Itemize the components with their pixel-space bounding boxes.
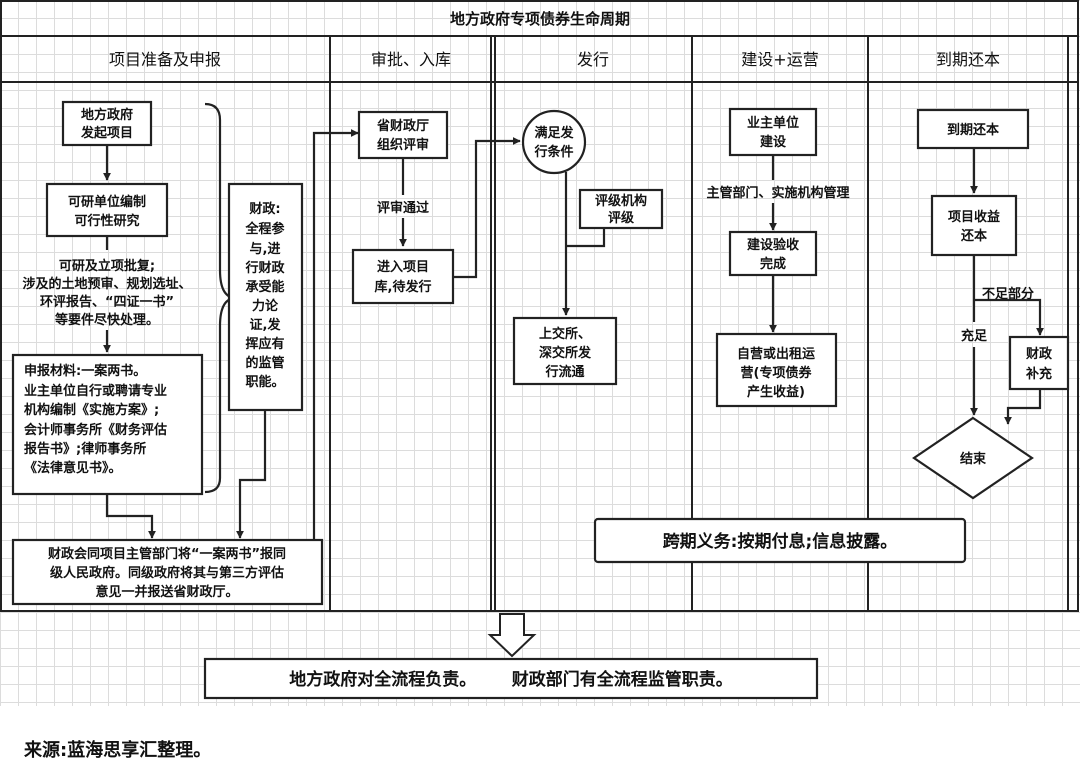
- node-exchange-listing: 上交所、 深交所发 行流通: [512, 316, 618, 386]
- node-project-income-repay: 项目收益 还本: [930, 194, 1018, 257]
- approval-note: 可研及立项批复; 涉及的土地预审、规划选址、 环评报告、“四证一书” 等要件尽快…: [22, 258, 191, 328]
- svg-text:到期还本: 到期还本: [947, 122, 999, 138]
- svg-text:全程参: 全程参: [244, 221, 285, 237]
- label-insufficient: 不足部分: [982, 286, 1034, 302]
- label-review-pass: 评审通过: [377, 200, 429, 216]
- svg-text:行流通: 行流通: [544, 364, 584, 380]
- svg-text:可行性研究: 可行性研究: [74, 213, 139, 229]
- svg-text:机构编制《实施方案》;: 机构编制《实施方案》;: [24, 402, 159, 418]
- node-finance-supplement: 财政 补充: [1008, 335, 1070, 391]
- node-finance-role: 财政: 全程参 与,进 行财政 承受能 力论 证,发 挥应有 的监管 职能。: [227, 182, 304, 412]
- lane-header-issuance: 发行: [577, 50, 609, 69]
- svg-text:满足发: 满足发: [534, 125, 574, 141]
- svg-text:财政:: 财政:: [249, 201, 280, 217]
- svg-text:项目收益: 项目收益: [948, 209, 1000, 225]
- svg-text:发起项目: 发起项目: [80, 125, 133, 141]
- banner-responsibility: 地方政府对全流程负责。 财政部门有全流程监管职责。: [203, 657, 819, 700]
- svg-text:库,待发行: 库,待发行: [375, 279, 432, 295]
- svg-text:级人民政府。同级政府将其与第三方评估: 级人民政府。同级政府将其与第三方评估: [50, 565, 284, 581]
- svg-text:建设验收: 建设验收: [747, 237, 800, 253]
- svg-text:建设: 建设: [760, 134, 787, 150]
- node-end: 结束: [912, 416, 1034, 500]
- diagram-title: 地方政府专项债券生命周期: [450, 10, 630, 28]
- svg-text:补充: 补充: [1025, 366, 1052, 382]
- svg-text:可研及立项批复;: 可研及立项批复;: [59, 258, 155, 274]
- source-note: 来源:蓝海思享汇整理。: [23, 739, 211, 761]
- label-management-note: 主管部门、实施机构管理: [706, 185, 849, 201]
- node-acceptance-complete: 建设验收 完成: [728, 230, 818, 277]
- svg-text:报告书》;律师事务所: 报告书》;律师事务所: [24, 441, 146, 457]
- svg-text:评级机构: 评级机构: [595, 193, 647, 209]
- svg-text:业主单位自行或聘请专业: 业主单位自行或聘请专业: [24, 383, 167, 399]
- svg-text:与,进: 与,进: [250, 242, 281, 257]
- lane-header-construction: 建设+运营: [741, 50, 818, 69]
- svg-text:组织评审: 组织评审: [377, 137, 429, 153]
- node-province-review: 省财政厅 组织评审: [357, 110, 449, 160]
- lane-header-approval: 审批、入库: [371, 50, 451, 69]
- svg-text:财政会同项目主管部门将“一案两书”报同: 财政会同项目主管部门将“一案两书”报同: [48, 546, 286, 562]
- svg-text:的监管: 的监管: [245, 355, 284, 371]
- lane-header-preparation: 项目准备及申报: [109, 50, 221, 69]
- svg-text:评级: 评级: [608, 210, 635, 226]
- svg-text:等要件尽快处理。: 等要件尽快处理。: [54, 312, 159, 328]
- svg-text:营(专项债券: 营(专项债券: [741, 365, 813, 381]
- node-feasibility-study: 可研单位编制 可行性研究: [45, 182, 169, 238]
- svg-text:会计师事务所《财务评估: 会计师事务所《财务评估: [24, 422, 167, 438]
- svg-text:省财政厅: 省财政厅: [376, 118, 429, 134]
- svg-text:完成: 完成: [760, 256, 786, 272]
- svg-text:地方政府: 地方政府: [81, 107, 133, 123]
- hollow-down-arrow: [487, 613, 537, 658]
- node-enter-library: 进入项目 库,待发行: [351, 248, 455, 305]
- lane-header-maturity: 到期还本: [936, 50, 1000, 69]
- svg-text:挥应有: 挥应有: [245, 336, 284, 352]
- svg-text:承受能: 承受能: [245, 279, 284, 295]
- svg-text:意见一并报送省财政厅。: 意见一并报送省财政厅。: [95, 584, 238, 600]
- svg-text:涉及的土地预审、规划选址、: 涉及的土地预审、规划选址、: [22, 276, 191, 292]
- svg-text:证,发: 证,发: [250, 317, 282, 333]
- svg-text:产生收益): 产生收益): [747, 384, 805, 400]
- svg-text:财政: 财政: [1026, 346, 1053, 362]
- node-application-materials: 申报材料:一案两书。 业主单位自行或聘请专业 机构编制《实施方案》; 会计师事务…: [11, 353, 204, 496]
- svg-text:上交所、: 上交所、: [539, 326, 591, 342]
- svg-text:跨期义务:按期付息;信息披露。: 跨期义务:按期付息;信息披露。: [663, 531, 898, 552]
- svg-text:力论: 力论: [252, 298, 279, 314]
- node-submit-to-province: 财政会同项目主管部门将“一案两书”报同 级人民政府。同级政府将其与第三方评估 意…: [11, 538, 324, 606]
- svg-text:业主单位: 业主单位: [747, 115, 799, 131]
- flow-edges: [103, 102, 1044, 540]
- svg-text:进入项目: 进入项目: [377, 260, 429, 275]
- node-owner-construction: 业主单位 建设: [728, 107, 818, 157]
- node-initiate-project: 地方政府 发起项目: [61, 100, 153, 147]
- svg-text:环评报告、“四证一书”: 环评报告、“四证一书”: [40, 294, 174, 310]
- node-issue-condition: 满足发 行条件: [521, 109, 587, 175]
- node-maturity-repayment: 到期还本: [916, 108, 1030, 150]
- svg-text:结束: 结束: [960, 451, 987, 467]
- svg-text:深交所发: 深交所发: [539, 345, 592, 361]
- svg-text:地方政府对全流程负责。 财政部门有全流程监管职责。: 地方政府对全流程负责。 财政部门有全流程监管职责。: [289, 669, 733, 690]
- svg-text:可研单位编制: 可研单位编制: [68, 194, 146, 210]
- node-operation-income: 自营或出租运 营(专项债券 产生收益): [715, 332, 838, 408]
- svg-text:还本: 还本: [960, 228, 987, 244]
- svg-text:行财政: 行财政: [244, 260, 285, 276]
- label-sufficient: 充足: [961, 328, 988, 344]
- svg-text:行条件: 行条件: [533, 144, 573, 160]
- svg-text:自营或出租运: 自营或出租运: [737, 346, 815, 362]
- svg-text:职能。: 职能。: [245, 374, 284, 390]
- lane-headers: 项目准备及申报 审批、入库 发行 建设+运营 到期还本: [109, 50, 1000, 69]
- svg-text:申报材料:一案两书。: 申报材料:一案两书。: [24, 363, 146, 379]
- svg-text:《法律意见书》。: 《法律意见书》。: [24, 460, 122, 476]
- node-credit-rating: 评级机构 评级: [578, 188, 664, 230]
- banner-cross-period: 跨期义务:按期付息;信息披露。: [593, 517, 967, 564]
- swimlane-frame: [0, 0, 1079, 612]
